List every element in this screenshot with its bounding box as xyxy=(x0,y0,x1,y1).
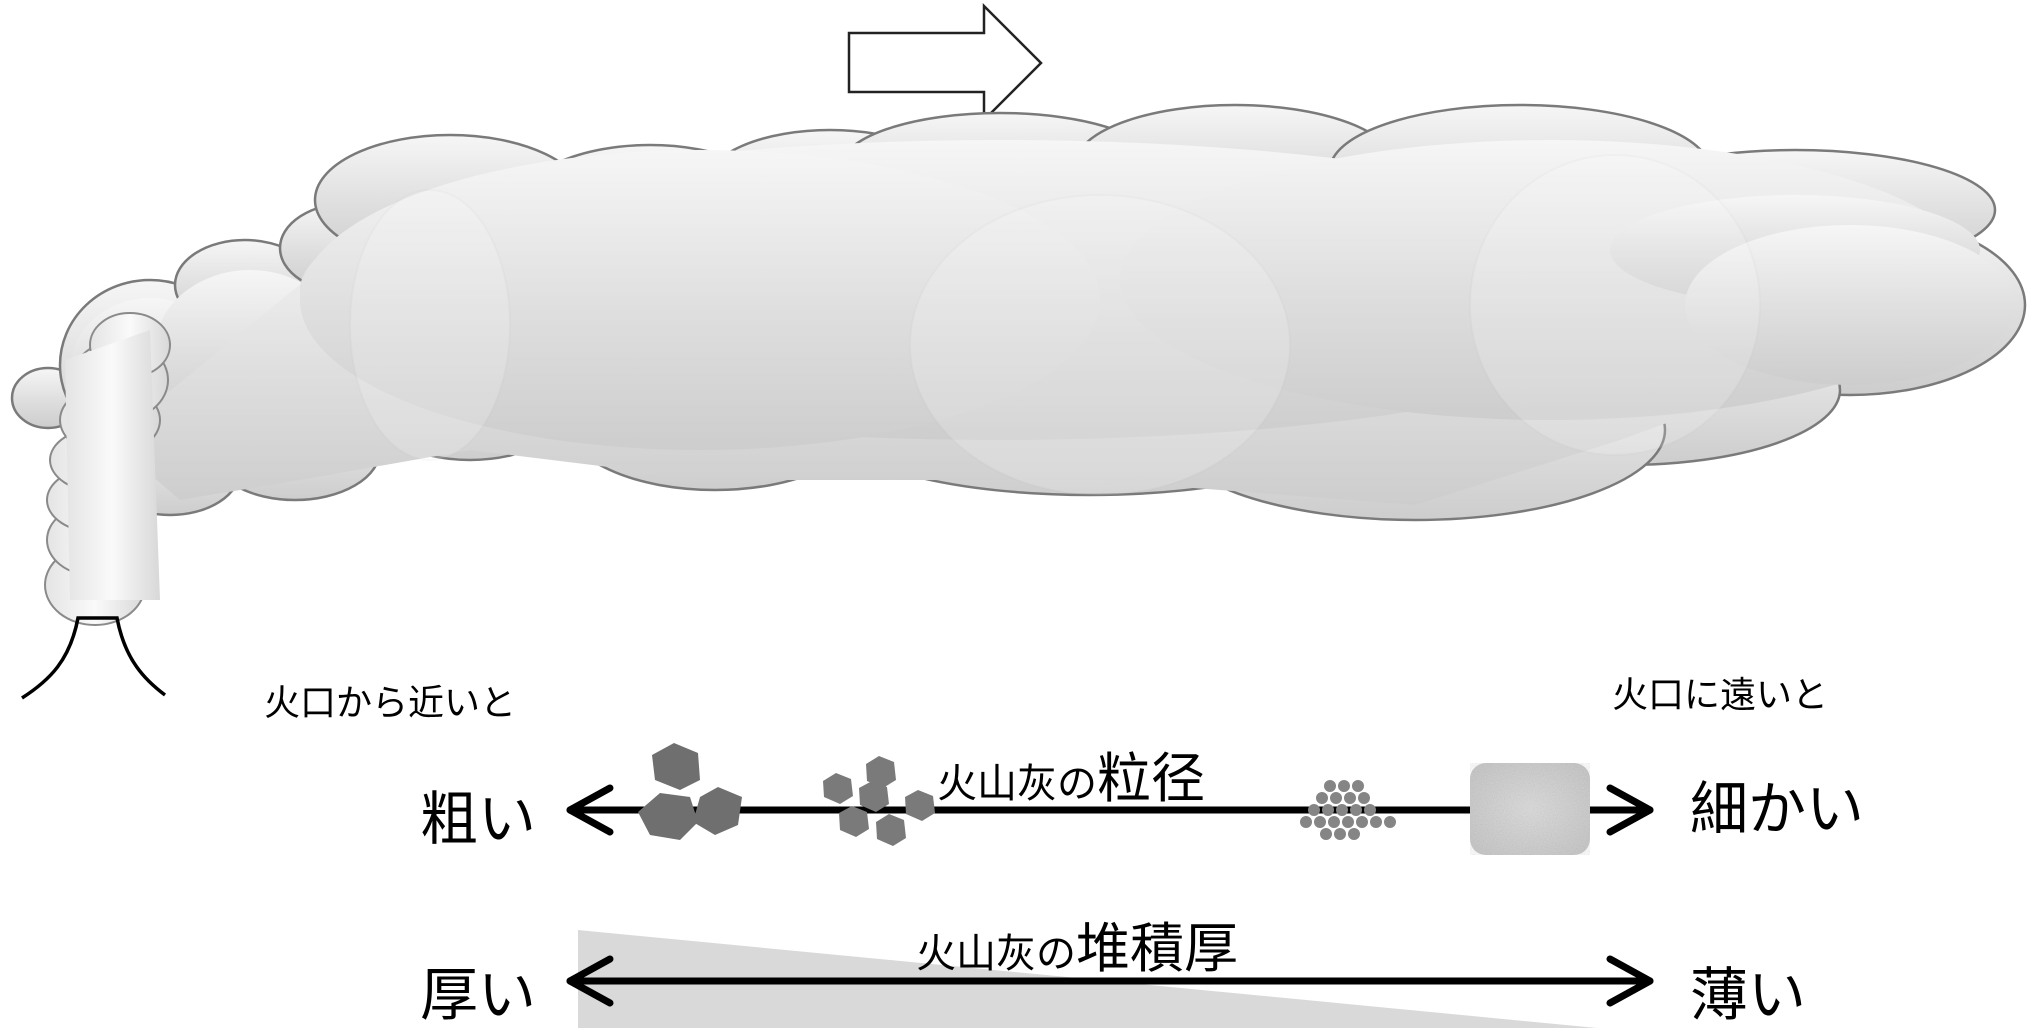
wind-direction-arrow-icon xyxy=(847,2,1043,124)
volcano-crater xyxy=(21,616,167,700)
coarse-particles xyxy=(638,743,742,840)
grain-size-title-emphasis: 粒径 xyxy=(1097,747,1205,810)
very-fine-ash-patch xyxy=(1470,763,1590,855)
medium-particles xyxy=(823,756,935,846)
deposit-thickness-title: 火山灰の堆積厚 xyxy=(916,922,1238,976)
eruption-column xyxy=(44,312,171,626)
grain-size-title: 火山灰の粒径 xyxy=(937,752,1205,806)
fine-particles xyxy=(1300,780,1396,840)
deposit-thickness-title-emphasis: 堆積厚 xyxy=(1076,917,1238,980)
deposit-thickness-title-prefix: 火山灰の xyxy=(916,931,1076,977)
ash-cloud xyxy=(10,103,2027,522)
thick-label: 厚い xyxy=(420,961,537,1029)
near-vent-label: 火口から近いと xyxy=(264,683,517,724)
far-vent-label: 火口に遠いと xyxy=(1612,675,1829,716)
thickness-axis-arrow xyxy=(566,955,1654,1007)
grain-size-title-prefix: 火山灰の xyxy=(937,761,1097,807)
coarse-label: 粗い xyxy=(420,785,537,853)
fine-label: 細かい xyxy=(1690,775,1865,843)
thin-label: 薄い xyxy=(1690,961,1807,1029)
